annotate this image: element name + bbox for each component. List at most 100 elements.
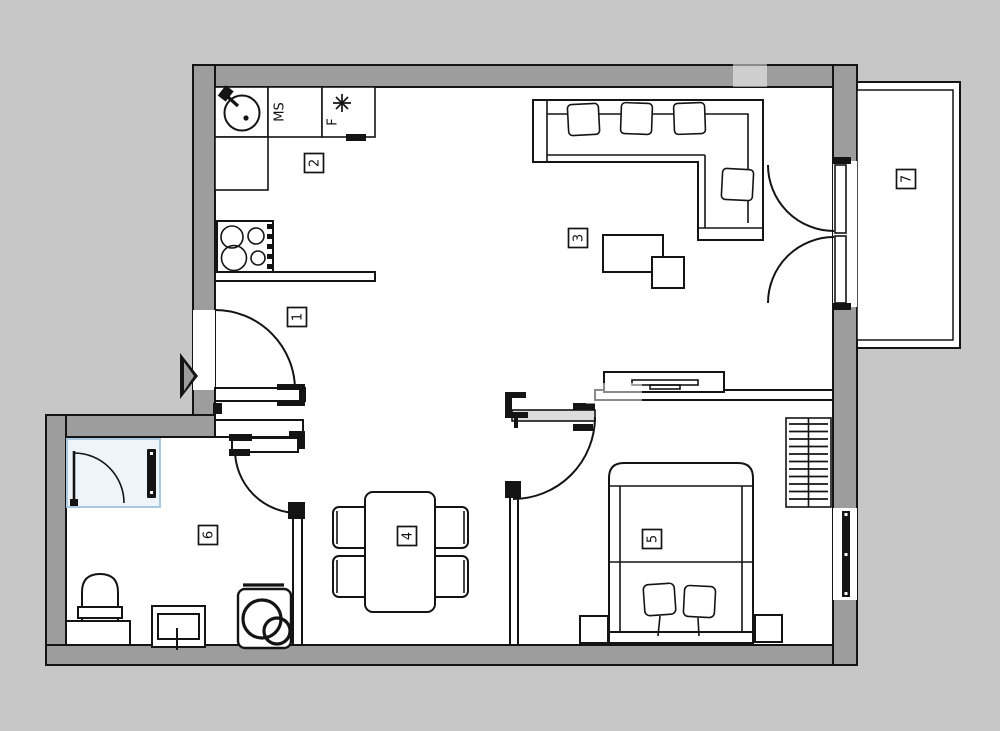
handle-dot <box>150 491 153 494</box>
sink-basin-inner <box>157 613 200 640</box>
mini-door-hinge-mark <box>70 499 78 506</box>
wall-bedroom-left <box>509 494 519 646</box>
bedroom-door-frame-mark <box>514 418 518 428</box>
dining-area <box>332 491 469 613</box>
toilet-seat-band <box>77 606 123 619</box>
wall-bathroom-right <box>292 502 303 646</box>
sofa-cushion <box>672 101 707 136</box>
balcony-door-leaf <box>834 235 847 304</box>
radiator-fins <box>789 423 828 500</box>
selected-door-element[interactable] <box>66 438 161 508</box>
entry-door[interactable] <box>193 309 306 414</box>
pillow <box>682 584 717 619</box>
room-number: 1 <box>291 313 306 321</box>
entry-door-opening <box>193 310 215 390</box>
room-label-kitchen: 2 <box>303 152 325 174</box>
wall-post-bathroom-right <box>288 502 305 519</box>
balcony-door-frame-mark <box>833 303 851 310</box>
handle-dot <box>150 452 153 455</box>
balcony-french-door[interactable] <box>767 157 857 310</box>
balcony-door-leaf <box>834 164 847 234</box>
room-labels: 1 2 3 4 5 6 7 <box>197 152 917 550</box>
entrance-arrow-icon <box>180 353 198 399</box>
wall-post-bedroom-left <box>505 481 521 498</box>
bathroom-door-leaf <box>231 437 299 453</box>
sofa-cushion <box>566 102 601 137</box>
balcony-railing-inner <box>856 89 954 341</box>
bedroom-door-frame-mark <box>505 392 512 418</box>
burner <box>220 244 248 272</box>
interior-walls <box>214 271 834 646</box>
washing-machine[interactable] <box>236 583 293 650</box>
radiator[interactable] <box>785 417 832 508</box>
window-dot <box>844 513 848 516</box>
sink-basin <box>223 94 261 132</box>
watermark-artifacts <box>545 64 767 404</box>
stove-knob <box>267 244 273 249</box>
bedroom-door-swing-arc <box>512 416 596 500</box>
toilet-tank <box>65 620 131 646</box>
dining-table[interactable] <box>364 491 436 613</box>
side-table[interactable] <box>651 256 685 289</box>
stove[interactable] <box>216 220 274 273</box>
wall-bathroom-left <box>45 414 67 666</box>
room-number: 3 <box>572 234 587 242</box>
toilet[interactable] <box>65 572 131 646</box>
pillow-tie <box>657 615 661 637</box>
corner-sofa[interactable] <box>532 99 764 241</box>
bedroom-window[interactable] <box>833 508 857 600</box>
fridge-label: F <box>326 118 341 125</box>
bedroom-door-frame-mark <box>573 403 595 410</box>
nightstand[interactable] <box>754 614 783 643</box>
room-label-bathroom: 6 <box>197 524 219 546</box>
room-label-balcony: 7 <box>895 168 917 190</box>
sink-faucet-icon <box>217 85 234 102</box>
burner <box>220 225 244 249</box>
room-number: 7 <box>900 175 915 183</box>
bedroom-door-frame-mark <box>505 392 526 398</box>
sofa-cushion <box>619 101 654 136</box>
ms-label: MS <box>273 102 288 121</box>
room-label-bedroom: 5 <box>641 528 663 550</box>
stove-knob <box>267 224 273 229</box>
bathroom-door[interactable] <box>229 434 299 514</box>
window-dot <box>844 592 848 595</box>
wall-kitchen-hallway <box>214 271 376 282</box>
bathroom-door-swing-arc <box>234 449 299 514</box>
kitchen-cabinet-lower[interactable] <box>214 136 269 191</box>
burner <box>247 227 265 245</box>
stove-knob <box>267 264 273 269</box>
kitchen: MS F <box>214 85 376 273</box>
bathroom-door-frame-mark <box>229 434 252 441</box>
entry-door-swing-arc <box>214 309 296 391</box>
bathroom-sink[interactable] <box>151 605 206 650</box>
room-label-hallway: 1 <box>286 306 308 328</box>
bedroom <box>579 417 832 644</box>
balcony-door-swing-arc <box>767 236 835 304</box>
snowflake-icon <box>333 94 351 112</box>
washer-drum-small <box>262 616 292 646</box>
kitchen-cabinet-fridge[interactable] <box>321 86 376 138</box>
bedroom-door-frame-mark <box>512 412 528 418</box>
living-room <box>532 99 764 393</box>
nightstand[interactable] <box>579 615 609 644</box>
balcony <box>856 81 961 349</box>
entry-door-frame-mark <box>277 384 305 390</box>
mini-door-swing-arc <box>73 452 125 504</box>
burner <box>250 250 266 266</box>
room-number: 4 <box>401 532 416 540</box>
room-label-dining: 4 <box>396 525 418 547</box>
wall-bathroom-top <box>45 414 216 438</box>
entry-door-frame-mark <box>299 384 305 406</box>
bedroom-door-frame-mark <box>573 424 593 431</box>
pillow <box>642 582 677 617</box>
sink-faucet-spout <box>226 95 240 108</box>
bedroom-door[interactable] <box>505 392 596 500</box>
selection-handle-bar[interactable] <box>147 449 156 498</box>
entry-door-hinge-mark <box>213 403 222 414</box>
double-bed[interactable] <box>608 462 754 644</box>
room-number: 5 <box>646 535 661 543</box>
balcony-door-frame-mark <box>833 157 851 164</box>
window-dot <box>844 553 848 556</box>
